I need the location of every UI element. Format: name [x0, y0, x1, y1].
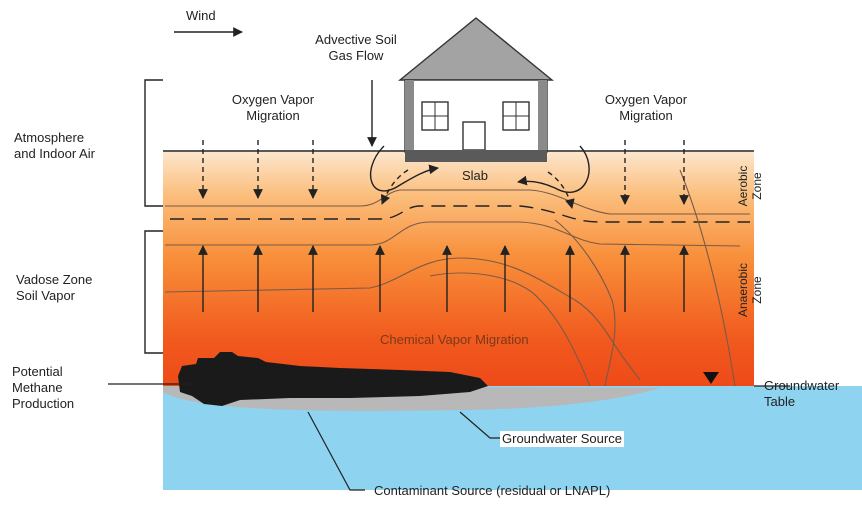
slab-label: Slab — [462, 168, 489, 183]
contour-lines — [164, 169, 750, 387]
aerobic-boundary — [170, 205, 750, 223]
wind-label: Wind — [186, 8, 216, 23]
advective-soil-gas-flow-label: Advective Soil Gas Flow — [315, 32, 397, 63]
house — [398, 17, 554, 162]
water-table-marker — [703, 372, 719, 384]
zone-brackets — [144, 79, 163, 354]
contaminant-source-label: Contaminant Source (residual or LNAPL) — [374, 483, 611, 498]
aerobic-zone-label: Aerobic Zone — [736, 165, 764, 207]
oxygen-arrows — [198, 140, 689, 205]
anaerobic-zone-label: Anaerobic Zone — [736, 262, 764, 318]
methane-plume — [178, 352, 488, 406]
chemical-vapor-migration-label: Chemical Vapor Migration — [380, 332, 529, 347]
oxygen-migration-left-label: Oxygen Vapor Migration — [231, 92, 315, 123]
atmosphere-label: Atmosphere and Indoor Air — [14, 130, 95, 161]
soil-zone — [163, 152, 754, 386]
leader-lines — [108, 383, 790, 491]
vadose-zone-label: Vadose Zone Soil Vapor — [16, 272, 93, 303]
advective-flow-arrows — [367, 80, 590, 209]
chemical-vapor-arrows — [198, 245, 689, 312]
groundwater-source-label: Groundwater Source — [500, 431, 624, 447]
methane-production-label: Potential Methane Production — [12, 364, 75, 411]
groundwater-table-label: Groundwater Table — [764, 378, 840, 409]
oxygen-migration-right-label: Oxygen Vapor Migration — [604, 92, 688, 123]
